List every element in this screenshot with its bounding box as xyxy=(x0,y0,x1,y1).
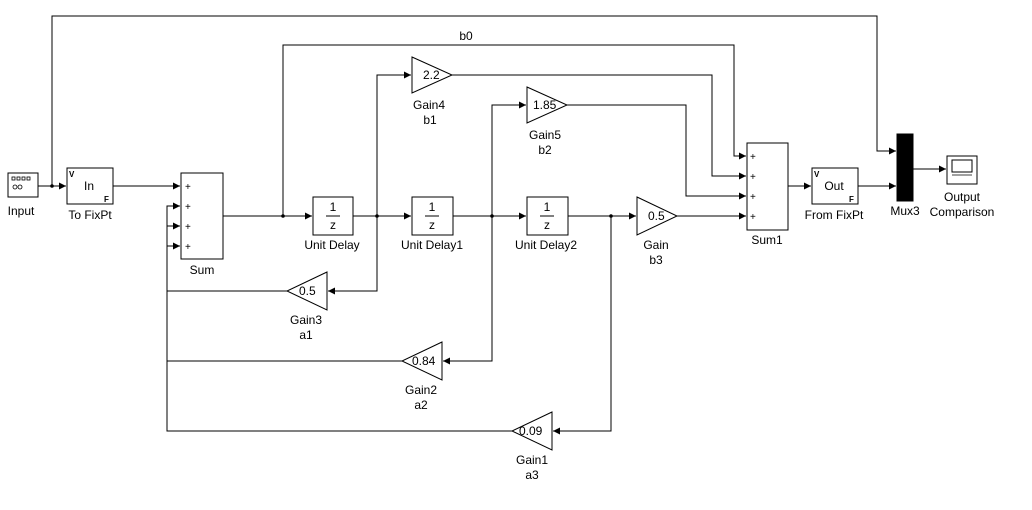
gain3-value: 0.5 xyxy=(299,284,316,298)
unit-delay2-block[interactable]: 1 z Unit Delay2 xyxy=(515,196,577,252)
sum1-port-3: + xyxy=(750,192,756,203)
gain1-label: Gain1 xyxy=(516,453,548,467)
from-fixpt-f: F xyxy=(849,195,854,204)
gain4-sublabel: b1 xyxy=(423,113,437,127)
gain1-block[interactable]: 0.09 Gain1 a3 xyxy=(510,411,553,482)
signal-lines xyxy=(38,15,946,435)
signal-label-b0: b0 xyxy=(459,29,473,43)
sum-port-3: + xyxy=(185,222,191,233)
wire-gain1-sum[interactable] xyxy=(166,242,512,432)
sum1-label: Sum1 xyxy=(751,233,783,247)
wire-gain5-sum1[interactable] xyxy=(567,104,746,200)
gain3-block[interactable]: 0.5 Gain3 a1 xyxy=(285,271,328,342)
gain5-block[interactable]: 1.85 Gain5 b2 xyxy=(526,86,569,157)
signal-generator-icon xyxy=(11,176,31,190)
wire-to-gain1[interactable] xyxy=(553,216,612,435)
gain1-value: 0.09 xyxy=(519,424,543,438)
wire-to-gain5[interactable] xyxy=(491,101,526,216)
unit-delay-label: Unit Delay xyxy=(304,238,359,252)
gain2-label: Gain2 xyxy=(405,383,437,397)
sum1-port-1: + xyxy=(750,152,756,163)
gain1-sublabel: a3 xyxy=(525,468,539,482)
gain-value: 0.5 xyxy=(648,209,665,223)
gain5-label: Gain5 xyxy=(529,128,561,142)
wire-gain4-sum1[interactable] xyxy=(452,74,746,180)
output-comparison-scope[interactable]: Output Comparison xyxy=(930,155,995,219)
unit-delay1-block[interactable]: 1 z Unit Delay1 xyxy=(401,196,463,252)
gain4-block[interactable]: 2.2 Gain4 b1 xyxy=(411,56,454,127)
to-fixpt-f: F xyxy=(104,195,109,204)
unit-delay-num: 1 xyxy=(330,200,337,214)
from-fixpt-block[interactable]: V Out F From FixPt xyxy=(805,167,864,222)
unit-delay2-num: 1 xyxy=(544,200,551,214)
sum-port-4: + xyxy=(185,242,191,253)
to-fixpt-label: To FixPt xyxy=(68,208,112,222)
gain5-sublabel: b2 xyxy=(538,143,552,157)
from-fixpt-text: Out xyxy=(824,179,844,193)
sum-port-2: + xyxy=(185,202,191,213)
mux3-block[interactable]: Mux3 xyxy=(890,133,920,218)
wire-to-gain3[interactable] xyxy=(328,216,378,295)
gain2-block[interactable]: 0.84 Gain2 a2 xyxy=(400,341,443,412)
unit-delay1-num: 1 xyxy=(429,200,436,214)
from-fixpt-label: From FixPt xyxy=(805,208,864,222)
gain4-label: Gain4 xyxy=(413,98,445,112)
to-fixpt-v: V xyxy=(69,170,75,179)
scope-icon xyxy=(951,159,973,176)
gain2-value: 0.84 xyxy=(412,354,436,368)
unit-delay2-label: Unit Delay2 xyxy=(515,238,577,252)
sum1-port-4: + xyxy=(750,212,756,223)
unit-delay-den: z xyxy=(330,218,336,232)
gain2-sublabel: a2 xyxy=(414,398,428,412)
to-fixpt-text: In xyxy=(84,179,94,193)
gain3-sublabel: a1 xyxy=(299,328,313,342)
gain3-label: Gain3 xyxy=(290,313,322,327)
wire-b0-to-sum1[interactable] xyxy=(282,44,746,216)
input-block[interactable]: Input xyxy=(7,172,39,218)
sum-label: Sum xyxy=(190,263,215,277)
unit-delay2-den: z xyxy=(544,218,550,232)
sum1-block[interactable]: + + + + Sum1 xyxy=(746,142,789,247)
output-label-line1: Output xyxy=(944,190,981,204)
mux3-label: Mux3 xyxy=(890,204,920,218)
unit-delay1-den: z xyxy=(429,218,435,232)
gain-block[interactable]: 0.5 Gain b3 xyxy=(636,196,679,267)
wire-to-gain2[interactable] xyxy=(443,216,493,365)
gain5-value: 1.85 xyxy=(533,98,557,112)
unit-delay1-label: Unit Delay1 xyxy=(401,238,463,252)
gain4-value: 2.2 xyxy=(423,68,440,82)
input-label: Input xyxy=(8,204,35,218)
sum1-port-2: + xyxy=(750,172,756,183)
from-fixpt-v: V xyxy=(814,170,820,179)
gain-sublabel: b3 xyxy=(649,253,663,267)
to-fixpt-block[interactable]: V In F To FixPt xyxy=(66,167,114,222)
wire-to-gain4[interactable] xyxy=(376,71,411,216)
sum-block[interactable]: + + + + Sum xyxy=(180,172,224,277)
wire-b0-outer[interactable] xyxy=(51,15,896,186)
output-label-line2: Comparison xyxy=(930,205,995,219)
gain-label: Gain xyxy=(643,238,668,252)
sum-port-1: + xyxy=(185,182,191,193)
unit-delay-block[interactable]: 1 z Unit Delay xyxy=(304,196,360,252)
